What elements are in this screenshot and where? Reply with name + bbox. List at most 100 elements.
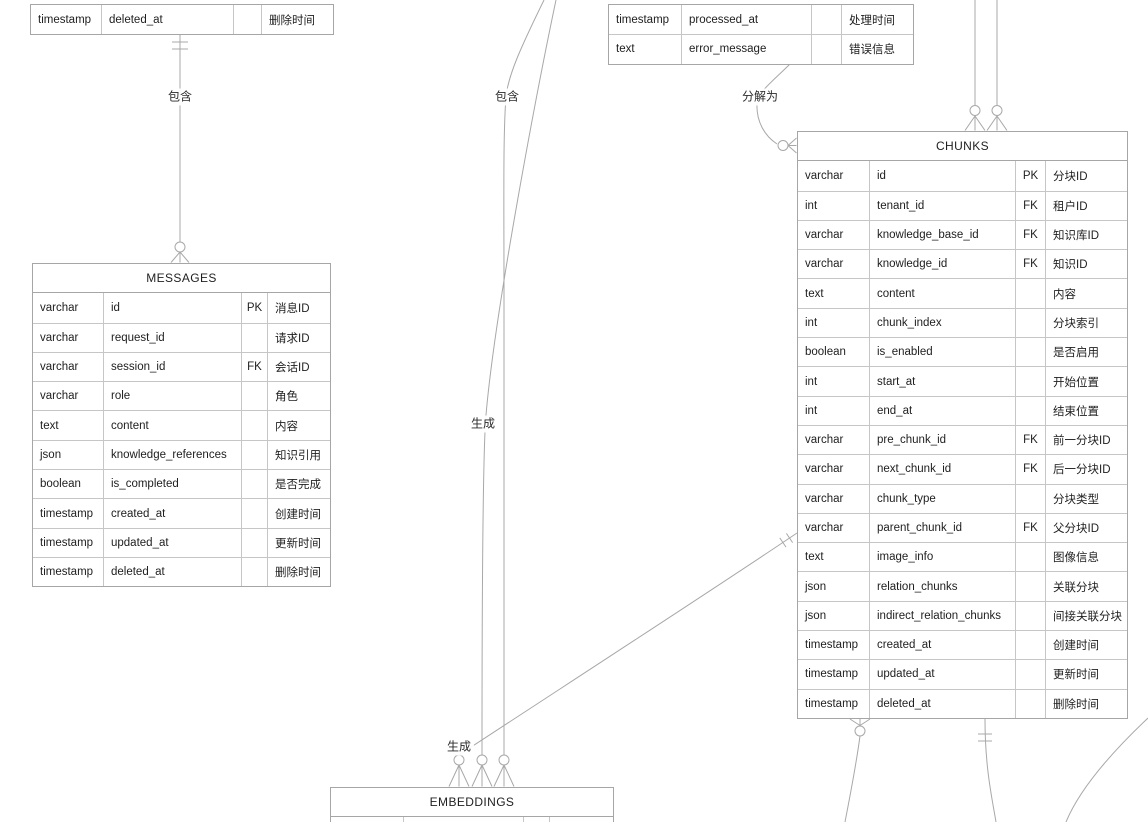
attribute-comment: 分块类型: [1045, 484, 1127, 513]
attribute-comment: 关联分块: [1045, 572, 1127, 601]
attribute-name: chunk_type: [869, 484, 1015, 513]
attribute-comment: 知识库ID: [1045, 220, 1127, 250]
attribute-name: created_at: [869, 631, 1015, 660]
attribute-comment: 更新时间: [1045, 660, 1127, 689]
attribute-type: text: [616, 43, 635, 56]
attribute-comment: 处理时间: [841, 5, 913, 35]
attribute-key: [811, 35, 841, 64]
attribute-name: updated_at: [869, 660, 1015, 689]
attribute-key: FK: [1015, 455, 1045, 484]
attribute-comment: 图像信息: [1045, 543, 1127, 572]
attribute-type: varchar: [40, 331, 79, 344]
attribute-name: end_at: [869, 396, 1015, 425]
attribute-key: [811, 5, 841, 35]
attribute-key: [1015, 396, 1045, 425]
attribute-type: [331, 817, 403, 822]
attribute-row: [331, 817, 613, 822]
attribute-key: [1015, 484, 1045, 513]
attribute-comment: 消息ID: [267, 293, 330, 323]
attribute-name: content: [103, 411, 241, 440]
attribute-row: text content 内容: [33, 410, 330, 440]
attribute-type: timestamp: [616, 13, 670, 26]
attribute-row: json indirect_relation_chunks 间接关联分块: [798, 600, 1127, 631]
relationship-top-chunks-2: [986, 0, 1008, 131]
attribute-comment: 是否启用: [1045, 338, 1127, 367]
entity-title: MESSAGES: [33, 264, 330, 294]
attribute-key: [523, 817, 549, 822]
attribute-name: parent_chunk_id: [869, 513, 1015, 543]
relationship-label: 包含: [491, 88, 523, 106]
attribute-comment: 租户ID: [1045, 191, 1127, 220]
attribute-type: int: [805, 199, 818, 212]
attribute-name: role: [103, 382, 241, 411]
attribute-type: varchar: [805, 229, 844, 242]
attribute-type: int: [805, 375, 818, 388]
relationship-label: 包含: [164, 88, 196, 106]
attribute-key: FK: [1015, 250, 1045, 279]
attribute-comment: 知识引用: [267, 440, 330, 470]
attribute-key: [1015, 689, 1045, 718]
relationship-chunks-bottom-2: [978, 718, 997, 822]
attribute-key: [1015, 338, 1045, 367]
attribute-name: processed_at: [681, 5, 811, 35]
attribute-comment: 知识ID: [1045, 250, 1127, 279]
attribute-comment: 间接关联分块: [1045, 601, 1127, 631]
attribute-type: timestamp: [805, 668, 859, 681]
attribute-type: text: [40, 419, 59, 432]
attribute-comment: 删除时间: [261, 5, 333, 35]
attribute-name: deleted_at: [101, 5, 233, 35]
relationship-bottom-right: [1065, 717, 1148, 822]
attribute-key: [241, 470, 267, 499]
attribute-comment: 请求ID: [267, 323, 330, 352]
attribute-type: text: [805, 551, 824, 564]
attribute-comment: 父分块ID: [1045, 513, 1127, 543]
attribute-comment: 错误信息: [841, 35, 913, 64]
attribute-type: varchar: [805, 522, 844, 534]
attribute-name: is_enabled: [869, 338, 1015, 367]
attribute-row: timestamp deleted_at 删除时间: [31, 5, 333, 35]
attribute-comment: 删除时间: [1045, 689, 1127, 718]
entity-title: EMBEDDINGS: [331, 788, 613, 818]
attribute-comment: 内容: [1045, 279, 1127, 308]
attribute-key: [1015, 601, 1045, 631]
attribute-key: [233, 5, 261, 35]
attribute-type: varchar: [805, 258, 844, 271]
relationship-decomposes-chunks: [756, 63, 797, 154]
attribute-comment: 会话ID: [267, 352, 330, 382]
attribute-comment: 内容: [267, 411, 330, 440]
attribute-name: start_at: [869, 367, 1015, 396]
attribute-name: content: [869, 279, 1015, 308]
attribute-name: knowledge_id: [869, 250, 1015, 279]
attribute-comment: 结束位置: [1045, 396, 1127, 425]
attribute-key: FK: [1015, 513, 1045, 543]
attribute-name: id: [869, 161, 1015, 191]
attribute-type: json: [805, 609, 827, 622]
relationship-top-chunks-1: [964, 0, 986, 131]
attribute-comment: 角色: [267, 382, 330, 411]
attribute-type: varchar: [805, 463, 844, 476]
attribute-comment: 更新时间: [267, 528, 330, 557]
attribute-name: indirect_relation_chunks: [869, 601, 1015, 631]
attribute-key: FK: [1015, 220, 1045, 250]
attribute-key: FK: [1015, 425, 1045, 455]
attribute-type: timestamp: [38, 13, 92, 26]
